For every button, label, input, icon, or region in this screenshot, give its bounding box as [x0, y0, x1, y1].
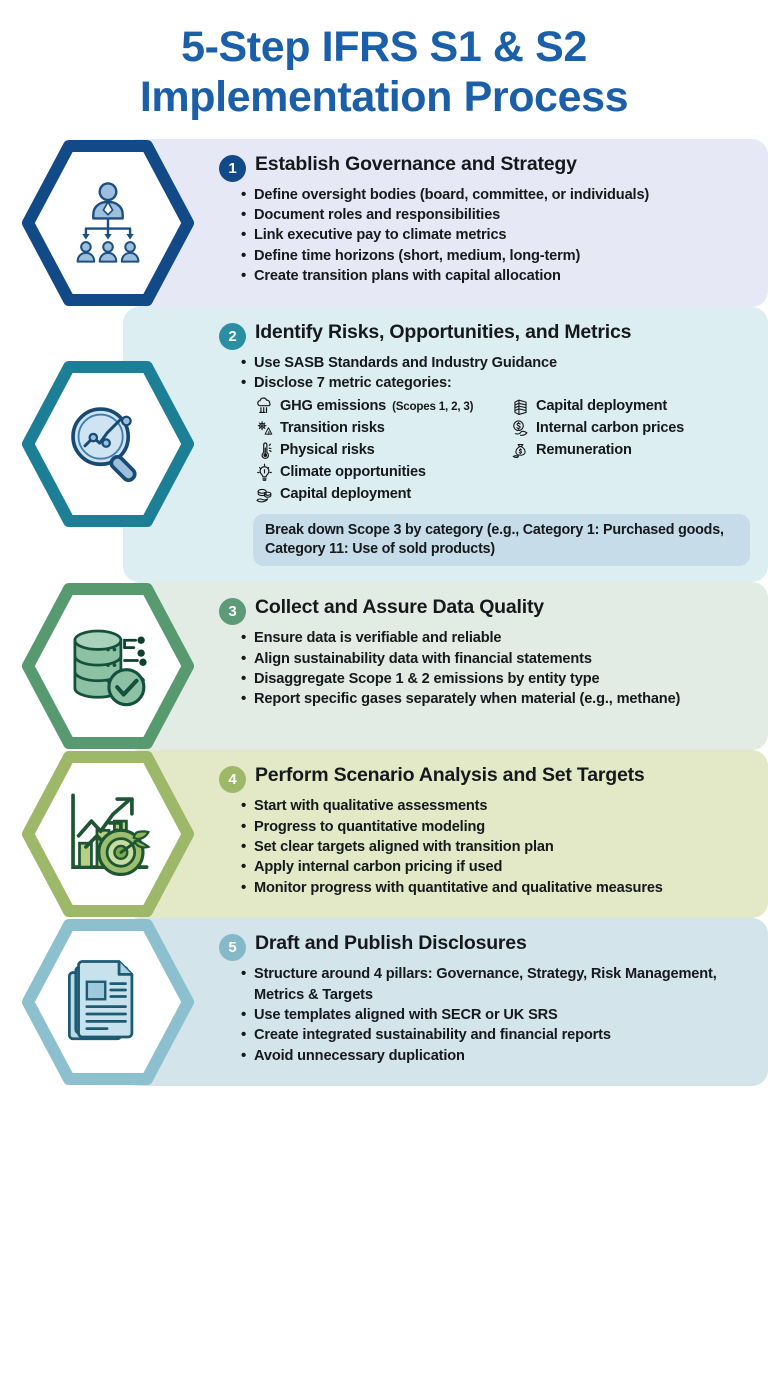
bullet-item: Document roles and responsibilities [241, 204, 750, 225]
metric-label: Climate opportunities [280, 463, 426, 480]
step-5: 5 Draft and Publish DisclosuresStructure … [0, 918, 768, 1087]
bullet-item: Define oversight bodies (board, committe… [241, 184, 750, 205]
metric-item: Internal carbon prices [511, 417, 750, 439]
metric-label: Internal carbon prices [536, 419, 685, 436]
metric-label: Capital deployment [536, 397, 668, 414]
step-number-badge: 2 [219, 322, 246, 350]
money-bag-icon [511, 441, 530, 460]
metric-label: Physical risks [280, 441, 375, 458]
bullet-item: Ensure data is verifiable and reliable [241, 627, 750, 648]
bullet-item: Apply internal carbon pricing if used [241, 856, 750, 877]
step-title: Draft and Publish Disclosures [255, 932, 527, 955]
metric-item: Climate opportunities [255, 461, 507, 483]
metric-item: Capital deployment [255, 483, 507, 505]
lightbulb-icon [255, 463, 274, 482]
step-4: 4 Perform Scenario Analysis and Set Targe… [0, 750, 768, 919]
bullet-item: Report specific gases separately when ma… [241, 688, 750, 709]
step-2-hexagon [0, 307, 215, 583]
magnifier-chart-icon [62, 398, 154, 490]
bullet-item: Disaggregate Scope 1 & 2 emissions by en… [241, 668, 750, 689]
bullet-item: Align sustainability data with financial… [241, 648, 750, 669]
bullet-item: Start with qualitative assessments [241, 795, 750, 816]
step-number-badge: 4 [219, 766, 246, 794]
metric-sublabel: (Scopes 1, 2, 3) [392, 399, 474, 413]
bullet-item: Link executive pay to climate metrics [241, 224, 750, 245]
org-chart-icon [62, 177, 154, 269]
step-bullet-list: Structure around 4 pillars: Governance, … [241, 963, 750, 1066]
coins-stack-icon [511, 397, 530, 416]
database-check-icon [62, 620, 154, 712]
bullet-item: Create transition plans with capital all… [241, 265, 750, 286]
bullet-item: Avoid unnecessary duplication [241, 1045, 750, 1066]
bullet-item: Use SASB Standards and Industry Guidance [241, 352, 750, 373]
metric-item: Physical risks [255, 439, 507, 461]
metric-item: Transition risks [255, 417, 507, 439]
step-4-hexagon [0, 750, 215, 918]
step-1-panel: 1 Establish Governance and StrategyDefine… [123, 138, 768, 307]
thermometer-icon [255, 441, 274, 460]
metric-item: GHG emissions (Scopes 1, 2, 3) [255, 395, 507, 417]
title-line-1: 5-Step IFRS S1 & S2 [181, 23, 587, 71]
steps-container: 1 Establish Governance and StrategyDefine… [0, 138, 768, 1087]
step-bullet-list: Start with qualitative assessmentsProgre… [241, 795, 750, 898]
step-number-badge: 1 [219, 154, 246, 182]
gear-risk-icon [255, 419, 274, 438]
step-number-badge: 3 [219, 598, 246, 626]
bullet-item: Disclose 7 metric categories: [241, 372, 750, 393]
step-4-panel: 4 Perform Scenario Analysis and Set Targe… [123, 750, 768, 919]
bullet-item: Monitor progress with quantitative and q… [241, 877, 750, 898]
metric-item: Remuneration [511, 439, 750, 461]
step-3-panel: 3 Collect and Assure Data QualityEnsure d… [123, 582, 768, 751]
step-2-panel: 2 Identify Risks, Opportunities, and Metr… [123, 306, 768, 583]
step-number-badge: 5 [219, 934, 246, 962]
title-line-2: Implementation Process [139, 73, 629, 122]
step-title: Perform Scenario Analysis and Set Target… [255, 764, 645, 787]
step-title: Establish Governance and Strategy [255, 152, 577, 175]
coins-hand-icon [255, 485, 274, 504]
bullet-item: Define time horizons (short, medium, lon… [241, 245, 750, 266]
growth-target-icon [62, 788, 154, 880]
metric-label: Capital deployment [280, 485, 412, 502]
step-2: 2 Identify Risks, Opportunities, and Metr… [0, 306, 768, 583]
step-bullet-list: Define oversight bodies (board, committe… [241, 184, 750, 287]
metric-label: GHG emissions [280, 397, 387, 414]
bullet-item: Progress to quantitative modeling [241, 816, 750, 837]
step-5-hexagon [0, 918, 215, 1086]
bullet-item: Set clear targets aligned with transitio… [241, 836, 750, 857]
step-3: 3 Collect and Assure Data QualityEnsure d… [0, 582, 768, 751]
step-bullet-list: Use SASB Standards and Industry Guidance… [241, 352, 750, 394]
metric-item: Capital deployment [511, 395, 750, 417]
bullet-item: Use templates aligned with SECR or UK SR… [241, 1004, 750, 1025]
dollar-hand-icon [511, 419, 530, 438]
bullet-item: Create integrated sustainability and fin… [241, 1024, 750, 1045]
step-title: Collect and Assure Data Quality [255, 596, 544, 619]
step-3-hexagon [0, 582, 215, 750]
cloud-emissions-icon [255, 397, 274, 416]
scope3-callout: Break down Scope 3 by category (e.g., Ca… [253, 514, 750, 567]
step-1-hexagon [0, 139, 215, 307]
metric-label: Transition risks [280, 419, 385, 436]
metric-categories-grid: GHG emissions (Scopes 1, 2, 3) Capital de… [255, 395, 750, 505]
step-bullet-list: Ensure data is verifiable and reliableAl… [241, 627, 750, 710]
bullet-item: Structure around 4 pillars: Governance, … [241, 963, 750, 1005]
step-1: 1 Establish Governance and StrategyDefine… [0, 138, 768, 307]
documents-stack-icon [62, 956, 154, 1048]
page-title: 5-Step IFRS S1 & S2 Implementation Proce… [0, 0, 768, 123]
metric-label: Remuneration [536, 441, 632, 458]
step-title: Identify Risks, Opportunities, and Metri… [255, 320, 632, 343]
step-5-panel: 5 Draft and Publish DisclosuresStructure … [123, 918, 768, 1087]
